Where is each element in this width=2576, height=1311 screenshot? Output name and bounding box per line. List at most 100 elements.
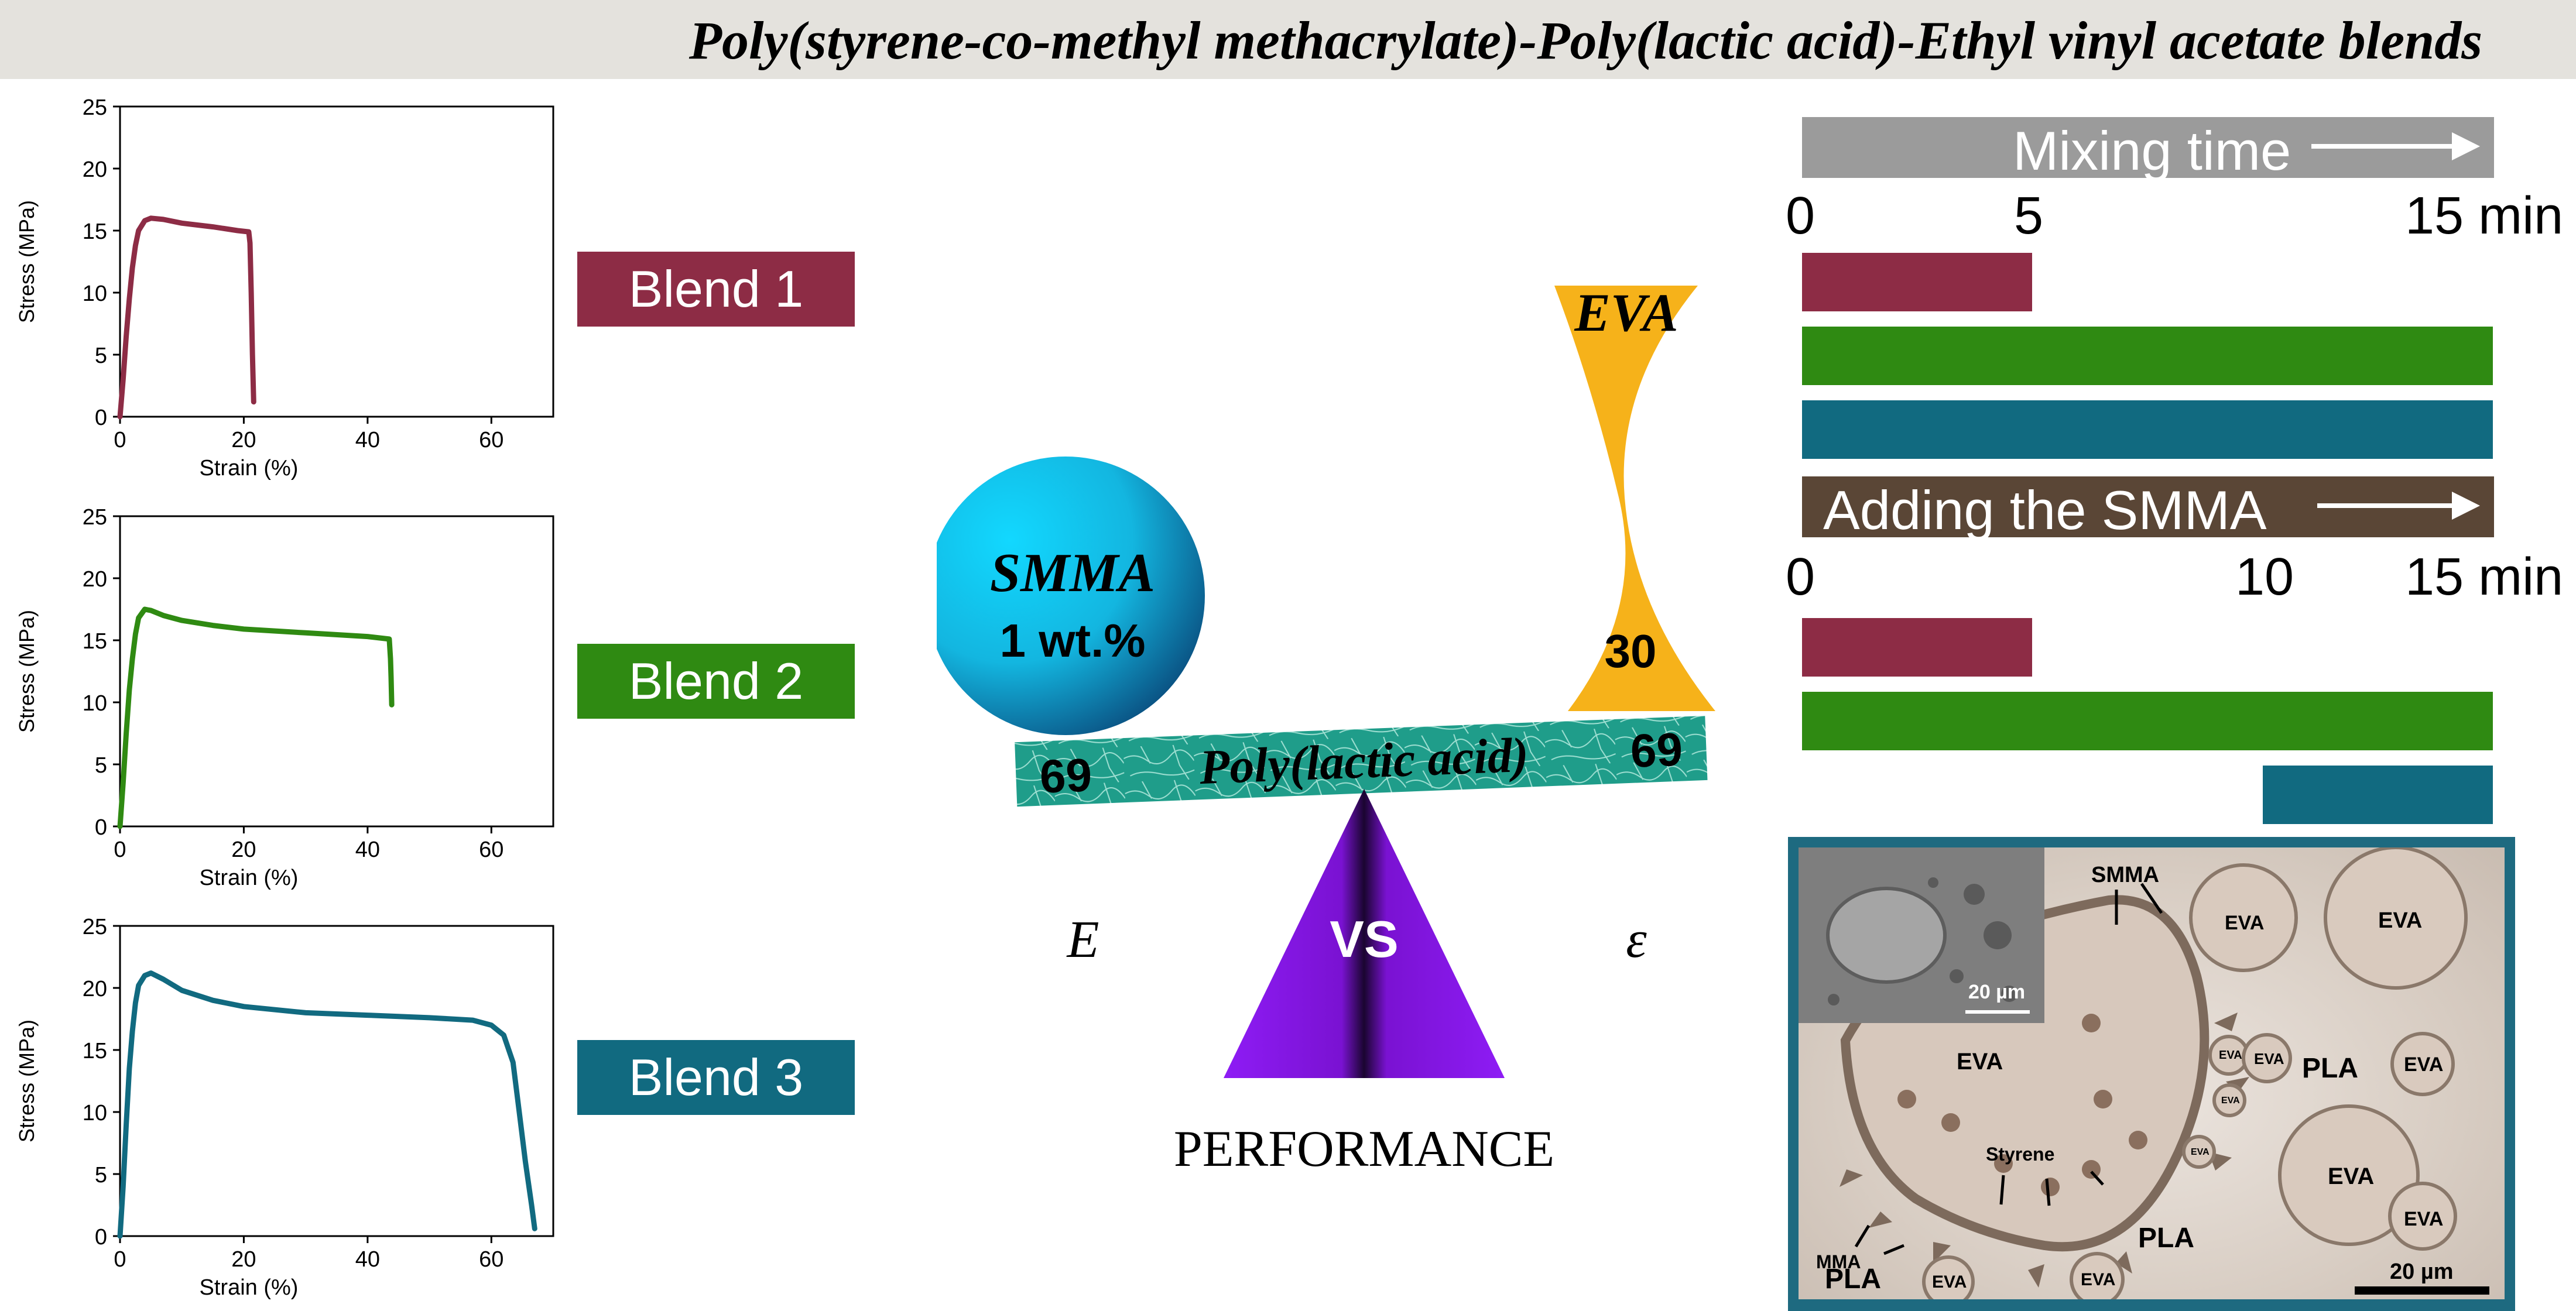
eva-label: EVA (1574, 283, 1678, 342)
y-tick-label: 5 (95, 344, 107, 368)
inset-scale-bar (1965, 1010, 2030, 1014)
x-tick-label: 40 (355, 838, 380, 862)
timeline-bar-blend-1 (1802, 618, 2033, 677)
morphology-panel: 20 µm SMMA EVA Styrene MMA PLA PLA PLA 2… (1788, 837, 2515, 1311)
blend-1-label: Blend 1 (577, 252, 855, 327)
x-tick-label: 60 (479, 1247, 503, 1272)
x-tick-label: 60 (479, 838, 503, 862)
vs-triangle (1224, 789, 1505, 1078)
eva-droplet-label: EVA (2191, 1147, 2210, 1157)
morphology-drawing (1799, 847, 2489, 1299)
y-tick-label: 15 (83, 219, 107, 244)
annotation-arrows (1854, 883, 2163, 1255)
pla-left-value: 69 (1039, 749, 1092, 802)
styrene-particles (1897, 1014, 2147, 1196)
eva-droplet-label: EVA (2225, 912, 2265, 934)
y-tick-label: 5 (95, 753, 107, 778)
x-tick-label: 20 (231, 838, 256, 862)
x-axis-label: Strain (%) (200, 1275, 299, 1300)
adding-smma-bar: Adding the SMMA (1802, 476, 2494, 541)
eva-droplet-label: EVA (2254, 1050, 2284, 1068)
eva-value: 30 (1605, 625, 1657, 677)
smma-shell-label: SMMA (2091, 863, 2160, 887)
eva-droplet-label: EVA (2219, 1049, 2242, 1062)
eva-droplet-label: EVA (2404, 1208, 2444, 1230)
adding-smma-label: Adding the SMMA (1823, 479, 2267, 541)
smma-label: SMMA (990, 543, 1155, 603)
smma-sphere (937, 457, 1205, 735)
arrow-right-icon (2452, 132, 2480, 160)
x-tick-label: 60 (479, 428, 503, 452)
vs-label: VS (1330, 910, 1398, 968)
mixing-time-bar: Mixing time (1802, 117, 2494, 181)
eva-droplet-label: EVA (2221, 1096, 2240, 1106)
styrene-label: Styrene (1986, 1144, 2055, 1165)
x-tick-label: 40 (355, 428, 380, 452)
y-axis-label: Stress (MPa) (15, 610, 39, 733)
arrow-right-icon (2452, 492, 2480, 520)
eva-droplet-label: EVA (2404, 1053, 2444, 1076)
plot-frame (119, 105, 554, 418)
sem-inset-scale-label: 20 µm (1968, 981, 2026, 1003)
eva-main-label: EVA (1957, 1049, 2003, 1075)
x-tick-label: 0 (114, 1247, 126, 1272)
strain-symbol: ε (1626, 911, 1647, 969)
page-title: Poly(styrene-co-methyl methacrylate)-Pol… (688, 11, 2482, 70)
y-tick-label: 25 (83, 915, 107, 939)
eva-droplet-label: EVA (2378, 908, 2423, 933)
adding-tick-10: 10 (2235, 548, 2294, 606)
eva-droplet-label: EVA (1932, 1272, 1967, 1292)
balance-illustration: EVA 30 SMMA 1 wt.% 69 Poly(lactic acid) … (937, 283, 1715, 1178)
smma-concentration: 1 wt.% (1000, 615, 1146, 667)
blend-2-label: Blend 2 (577, 644, 855, 719)
plot-frame (119, 925, 554, 1237)
x-tick-label: 40 (355, 1247, 380, 1272)
title-band (0, 0, 2576, 79)
eva-droplet-label: EVA (2328, 1164, 2375, 1189)
blend-3-label: Blend 3 (577, 1040, 855, 1115)
sem-inset-pores (1828, 877, 2017, 1005)
timeline-bar-blend-3 (1802, 400, 2493, 459)
y-tick-label: 25 (83, 505, 107, 530)
plot-frame (119, 515, 554, 828)
y-tick-label: 20 (83, 157, 107, 182)
adding-tick-0: 0 (1786, 548, 1815, 606)
timeline-bar-blend-2 (1802, 327, 2493, 385)
adding-arrow-shaft (2317, 503, 2458, 508)
pla-label-right: PLA (2302, 1053, 2358, 1084)
eva-hourglass-shape (1554, 286, 1715, 711)
y-tick-label: 10 (83, 1101, 107, 1125)
timeline-bar-blend-2 (1802, 692, 2493, 750)
stress-strain-curve (117, 606, 395, 829)
y-axis-label: Stress (MPa) (15, 1020, 39, 1142)
modulus-symbol: E (1066, 911, 1099, 969)
scale-bar (2355, 1286, 2489, 1295)
y-tick-label: 25 (83, 95, 107, 120)
y-tick-label: 20 (83, 977, 107, 1001)
pla-label-mid: PLA (2138, 1223, 2194, 1254)
mixing-tick-15: 15 min (2405, 187, 2564, 245)
y-tick-label: 15 (83, 1039, 107, 1063)
mixing-time-label: Mixing time (2013, 120, 2291, 181)
x-axis-label: Strain (%) (200, 866, 299, 890)
y-axis-label: Stress (MPa) (15, 200, 39, 323)
mixing-tick-0: 0 (1786, 187, 1815, 245)
performance-label: PERFORMANCE (1174, 1121, 1554, 1178)
timeline-bar-blend-3 (2262, 766, 2493, 824)
x-axis-label: Strain (%) (200, 456, 299, 481)
pla-label-left: PLA (1825, 1264, 1881, 1295)
eva-droplet-label: EVA (2081, 1270, 2116, 1289)
stress-strain-curve (117, 970, 537, 1239)
pla-right-value: 69 (1629, 723, 1683, 777)
pla-beam (1015, 715, 1708, 807)
stress-strain-curve (117, 215, 256, 420)
y-tick-label: 0 (95, 1225, 107, 1250)
timeline-bar-blend-1 (1802, 253, 2033, 311)
x-tick-label: 0 (114, 838, 126, 862)
y-tick-label: 10 (83, 691, 107, 716)
x-tick-label: 0 (114, 428, 126, 452)
mixing-arrow-shaft (2311, 144, 2458, 149)
